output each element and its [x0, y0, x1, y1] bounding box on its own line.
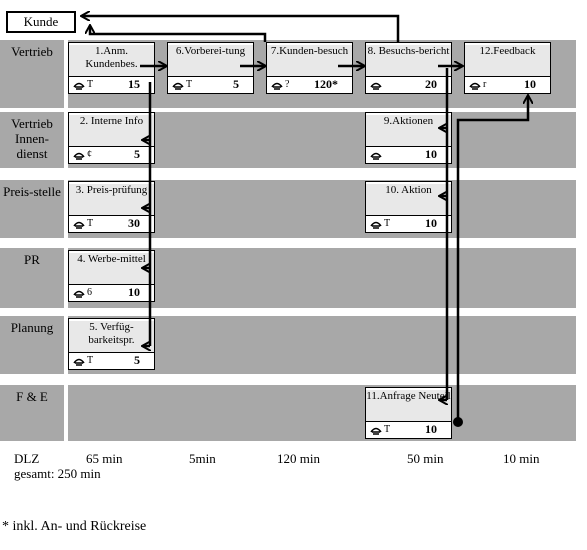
box-mark: T: [87, 218, 94, 229]
box-mark: T: [87, 79, 94, 90]
lane-label-fe: F & E: [0, 385, 64, 441]
process-box-10: 10. Aktion T 10: [365, 181, 452, 233]
box-title: 8. Besuchs-bericht: [366, 45, 451, 77]
phone-icon: [469, 82, 481, 90]
process-box-8: 8. Besuchs-bericht 20: [365, 42, 452, 94]
box-title: 3. Preis-prüfung: [69, 184, 154, 216]
dlz-col-2: 5min: [189, 451, 216, 466]
phone-icon: [73, 152, 85, 160]
box-mark: T: [384, 218, 391, 229]
process-box-1: 1.Anm. Kundenbes. T 15: [68, 42, 155, 94]
dlz-label: DLZ: [14, 451, 40, 466]
box-duration: 20: [425, 77, 437, 91]
box-duration: 10: [128, 285, 140, 299]
box-title: 11.Anfrage Neuteil: [366, 390, 451, 422]
box-mark: r: [483, 79, 487, 90]
dlz-col-4: 50 min: [407, 451, 444, 466]
box-duration: 10: [524, 77, 536, 91]
box-mark: T: [186, 79, 193, 90]
box-title: 10. Aktion: [366, 184, 451, 216]
box-duration: 30: [128, 216, 140, 230]
lane-label-innendienst: Vertrieb Innen-dienst: [0, 112, 64, 168]
lane-fe: [68, 385, 576, 441]
dlz-col-5: 10 min: [503, 451, 540, 466]
box-duration: 5: [134, 353, 140, 367]
box-duration: 5: [134, 147, 140, 161]
phone-icon: [271, 82, 283, 90]
phone-icon: [370, 152, 382, 160]
box-mark: T: [384, 424, 391, 435]
box-duration: 10: [425, 216, 437, 230]
box-title: 12.Feedback: [465, 45, 550, 77]
box-duration: 120*: [314, 77, 338, 91]
dlz-col-3: 120 min: [277, 451, 320, 466]
box-mark: 6: [87, 287, 92, 298]
arrow-11-to-12: [456, 96, 528, 422]
box-duration: 10: [425, 422, 437, 436]
phone-icon: [370, 221, 382, 229]
dlz-col-1: 65 min: [86, 451, 123, 466]
phone-icon: [370, 427, 382, 435]
lane-label-planung: Planung: [0, 316, 64, 374]
footnote: * inkl. An- und Rückreise: [2, 519, 147, 534]
process-box-3: 3. Preis-prüfung T 30: [68, 181, 155, 233]
process-box-12: 12.Feedback r 10: [464, 42, 551, 94]
box-title: 4. Werbe-mittel: [69, 253, 154, 285]
phone-icon: [73, 82, 85, 90]
process-box-5: 5. Verfüg-barkeitspr. T 5: [68, 318, 155, 370]
phone-icon: [73, 290, 85, 298]
process-box-9: 9.Aktionen 10: [365, 112, 452, 164]
phone-icon: [370, 82, 382, 90]
box-title: 5. Verfüg-barkeitspr.: [69, 321, 154, 353]
arrow-customer-loop: [90, 26, 267, 42]
junction-dot: [453, 417, 463, 427]
process-box-2: 2. Interne Info ¢ 5: [68, 112, 155, 164]
box-mark: T: [87, 355, 94, 366]
arrow-to-customer: [82, 16, 400, 42]
box-duration: 10: [425, 147, 437, 161]
process-box-6: 6.Vorberei-tung T 5: [167, 42, 254, 94]
customer-box: Kunde: [6, 11, 76, 33]
process-box-7: 7.Kunden-besuch ? 120*: [266, 42, 353, 94]
box-duration: 15: [128, 77, 140, 91]
box-title: 1.Anm. Kundenbes.: [69, 45, 154, 77]
box-title: 6.Vorberei-tung: [168, 45, 253, 77]
phone-icon: [73, 358, 85, 366]
box-duration: 5: [233, 77, 239, 91]
phone-icon: [172, 82, 184, 90]
process-box-11: 11.Anfrage Neuteil T 10: [365, 387, 452, 439]
process-box-4: 4. Werbe-mittel 6 10: [68, 250, 155, 302]
lane-label-pr: PR: [0, 248, 64, 308]
box-mark: ¢: [87, 149, 92, 160]
box-mark: ?: [285, 79, 290, 90]
phone-icon: [73, 221, 85, 229]
dlz-total: gesamt: 250 min: [14, 466, 101, 481]
box-title: 7.Kunden-besuch: [267, 45, 352, 77]
lane-label-vertrieb: Vertrieb: [0, 40, 64, 108]
lane-label-preisstelle: Preis-stelle: [0, 180, 64, 238]
box-title: 2. Interne Info: [69, 115, 154, 147]
box-title: 9.Aktionen: [366, 115, 451, 147]
